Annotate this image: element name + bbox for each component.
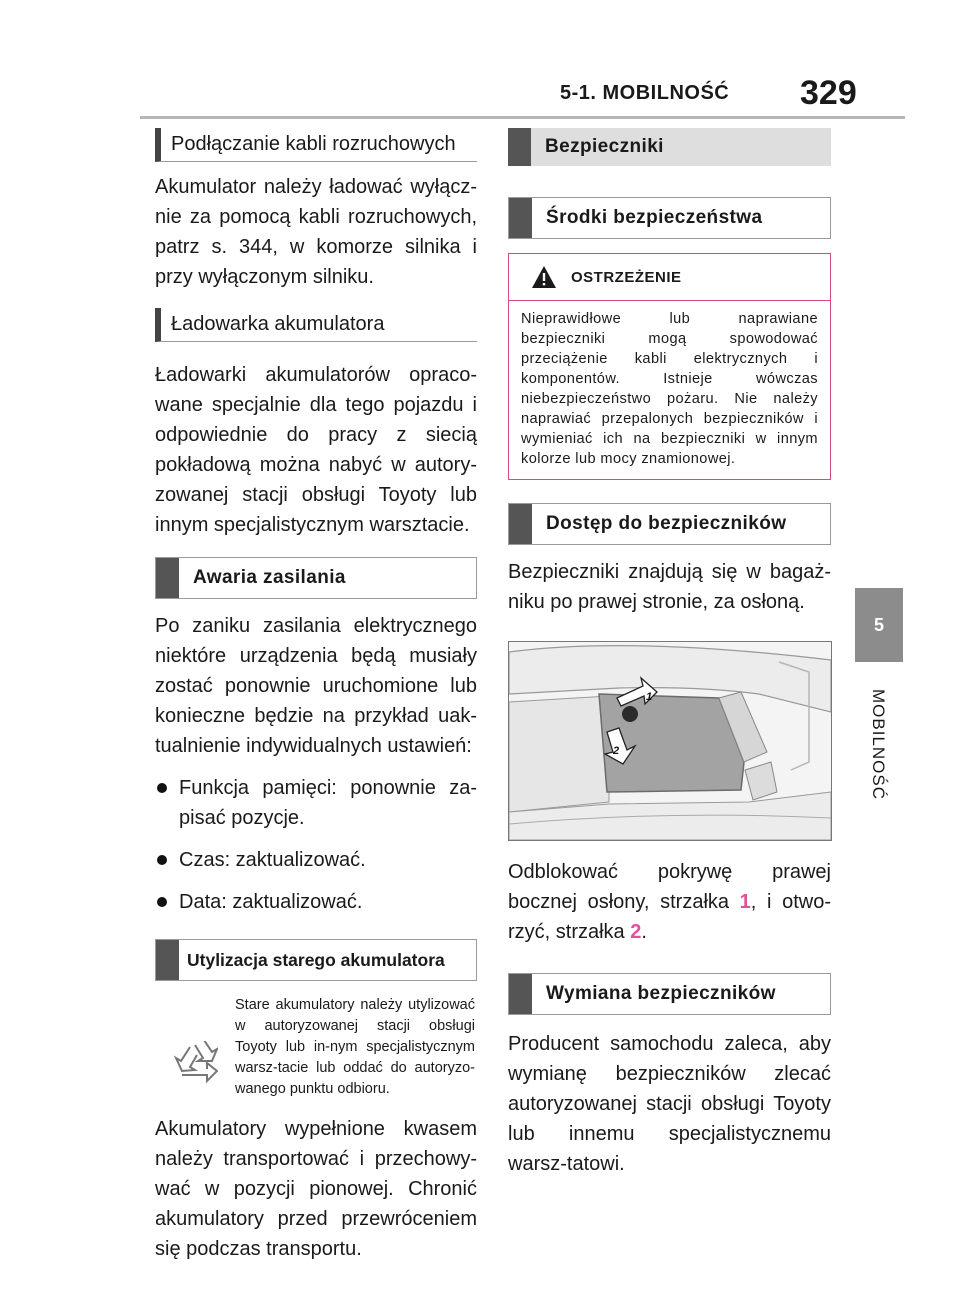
safety-heading: Środki bezpieczeństwa [508,197,831,239]
caption-text-a: Odblokować pokrywę prawej bocznej osłony… [508,861,831,913]
caption-text-c: . [641,921,647,943]
safety-label: Środki bezpieczeństwa [546,207,763,228]
access-text: Bezpieczniki znajdują się w bagaż-niku p… [508,561,831,613]
chapter-tab-text: MOBILNOŚĆ [869,689,888,801]
bullet-item: Funkcja pamięci: ponownie za-pisać pozyc… [155,773,477,833]
replace-text: Producent samochodu zaleca, aby wymianę … [508,1033,831,1175]
figure-arrow-1-label: 1 [646,691,652,703]
heading-bar [156,558,179,598]
heading-bar [509,198,532,238]
power-failure-heading: Awaria zasilania [155,557,477,599]
fuses-label: Bezpieczniki [545,136,664,157]
bullet-item: Czas: zaktualizować. [155,845,477,875]
jump-start-text: Akumulator należy ładować wyłącz-nie za … [155,176,477,288]
disposal-note: Stare akumulatory należy utylizować w au… [155,995,477,1100]
bullet-text: Data: zaktualizować. [179,891,363,913]
disposal-note-text: Stare akumulatory należy utylizować w au… [235,997,475,1097]
transport-text: Akumulatory wypełnione kwasem należy tra… [155,1118,477,1260]
header-rule [140,116,905,119]
right-column: Bezpieczniki Środki bezpieczeństwa OSTRZ… [508,125,832,1179]
fuse-cover-figure: 1 2 [508,641,832,841]
disposal-heading: Utylizacja starego akumulatora [155,939,477,981]
access-label: Dostęp do bezpieczników [546,513,787,534]
jump-start-heading: Podłączanie kabli rozruchowych [155,128,477,162]
page-number: 329 [800,74,857,112]
access-heading: Dostęp do bezpieczników [508,503,831,545]
bullet-dot [157,897,167,907]
caption-arrow-2: 2 [630,921,642,943]
bullet-text: Czas: zaktualizować. [179,849,366,871]
warning-box: OSTRZEŻENIE Nieprawidłowe lub naprawiane… [508,253,831,480]
power-failure-text: Po zaniku zasilania elektrycznego niektó… [155,615,477,757]
bullet-dot [157,783,167,793]
warning-title: OSTRZEŻENIE [571,268,682,286]
bullet-dot [157,855,167,865]
figure-caption: Odblokować pokrywę prawej bocznej osłony… [508,857,831,947]
caption-arrow-1: 1 [739,891,751,913]
power-failure-label: Awaria zasilania [193,567,346,588]
replace-heading: Wymiana bezpieczników [508,973,831,1015]
chapter-tab-label: MOBILNOŚĆ [858,665,898,825]
warning-triangle-icon [532,266,556,288]
charger-heading: Ładowarka akumulatora [155,308,477,342]
heading-bar [509,974,532,1014]
heading-bar [509,504,532,544]
charger-text: Ładowarki akumulatorów opraco-wane specj… [155,364,477,536]
warning-text: Nieprawidłowe lub naprawiane bezpiecznik… [521,311,818,467]
warning-header: OSTRZEŻENIE [509,254,830,301]
caption-text-b: , i otwo-rzyć, strzałka [508,891,831,943]
heading-bar [156,940,179,980]
left-column: Podłączanie kabli rozruchowych Akumulato… [155,125,477,1264]
heading-bar [508,128,531,166]
bullet-item: Data: zaktualizować. [155,887,477,917]
section-title: 5-1. MOBILNOŚĆ [560,82,730,104]
fuses-heading: Bezpieczniki [508,128,831,166]
chapter-tab-number: 5 [855,588,903,662]
replace-label: Wymiana bezpieczników [546,983,776,1004]
recycle-icon [155,995,235,1100]
bullet-text: Funkcja pamięci: ponownie za-pisać pozyc… [179,777,477,829]
disposal-label: Utylizacja starego akumulatora [187,949,445,970]
figure-arrow-2-label: 2 [612,745,619,757]
